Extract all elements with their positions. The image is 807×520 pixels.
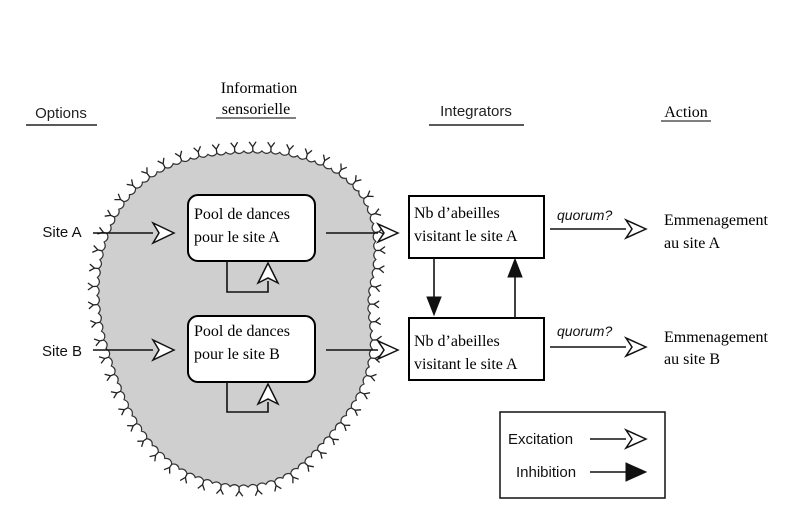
receptor-mark — [149, 451, 159, 462]
receptor-mark — [215, 485, 224, 495]
receptor-mark — [371, 317, 382, 326]
receptor-mark — [126, 179, 137, 189]
legend-excitation-arrowhead — [623, 428, 648, 450]
receptor-mark — [174, 150, 183, 161]
receptor-mark — [254, 486, 263, 496]
column-headers: Options Information sensorielle Integrat… — [26, 80, 711, 126]
receptor-mark — [137, 438, 147, 447]
action-a-line2: au site A — [664, 235, 720, 252]
excitation-arrow-site-b — [93, 338, 176, 362]
legend-excitation-label: Excitation — [508, 431, 573, 448]
receptor-mark — [179, 473, 188, 484]
cloud-receptor-marks — [87, 141, 386, 497]
action-a-line1: Emmenagement — [664, 212, 769, 229]
header-options: Options — [35, 105, 87, 122]
pool-b-line2: pour le site B — [194, 346, 280, 363]
receptor-mark — [114, 193, 125, 203]
receptor-mark — [317, 449, 327, 459]
pool-a-line1: Pool de dances — [194, 206, 290, 223]
legend-inhibition-label: Inhibition — [516, 464, 576, 481]
receptor-mark — [338, 163, 348, 174]
integrator-b-line1: Nb d’abeilles — [414, 333, 500, 350]
receptor-mark — [197, 480, 206, 491]
receptor-mark — [273, 481, 282, 492]
action-b-line1: Emmenagement — [664, 329, 769, 346]
receptor-mark — [98, 356, 109, 364]
integrator-a-line2: visitant le site A — [414, 228, 518, 245]
receptor-mark — [163, 463, 173, 474]
receptor-mark — [87, 282, 97, 291]
quorum-label-b: quorum? — [557, 323, 612, 339]
receptor-mark — [235, 487, 244, 497]
site-a-label: Site A — [42, 224, 81, 241]
receptor-mark — [127, 423, 137, 432]
action-b-line2: au site B — [664, 351, 720, 368]
receptor-mark — [304, 462, 314, 472]
receptor-mark — [248, 141, 257, 151]
excitation-arrow-quorum-b — [550, 336, 648, 358]
receptor-mark — [363, 190, 374, 199]
receptor-mark — [366, 373, 377, 382]
receptor-mark — [93, 338, 104, 347]
excitation-arrow-site-a — [93, 221, 176, 245]
receptor-mark — [360, 391, 371, 400]
pool-a-line2: pour le site A — [194, 229, 280, 246]
receptor-mark — [267, 141, 276, 152]
receptor-mark — [322, 154, 331, 165]
pool-box-site-a: Pool de dances pour le site A — [187, 194, 316, 262]
feedback-loop-site-b — [226, 382, 280, 413]
receptor-mark — [211, 143, 220, 154]
integrator-a-line1: Nb d’abeilles — [414, 205, 500, 222]
receptor-mark — [193, 145, 202, 156]
receptor-mark — [110, 390, 121, 399]
receptor-mark — [92, 245, 102, 253]
inhibition-arrow-a-to-b — [426, 258, 442, 317]
excitation-arrow-pool-b-to-integrator — [326, 339, 400, 361]
receptor-mark — [304, 148, 313, 159]
receptor-mark — [87, 301, 98, 310]
pool-b-line1: Pool de dances — [194, 323, 290, 340]
header-action: Action — [664, 104, 708, 121]
receptor-mark — [351, 407, 362, 417]
quorum-label-a: quorum? — [557, 207, 612, 223]
receptor-mark — [230, 141, 239, 152]
receptor-mark — [340, 422, 351, 432]
legend-inhibition-arrowhead — [625, 462, 648, 482]
feedback-loop-site-a — [226, 261, 280, 293]
header-sensorielle: sensorielle — [222, 101, 290, 118]
excitation-arrow-pool-a-to-integrator — [326, 222, 400, 244]
receptor-mark — [371, 208, 382, 216]
receptor-mark — [371, 284, 382, 293]
receptor-mark — [90, 320, 100, 328]
receptor-mark — [352, 175, 362, 185]
receptor-mark — [118, 407, 129, 416]
integrator-b-line2: visitant le site A — [414, 356, 518, 373]
site-b-label: Site B — [42, 343, 82, 360]
receptor-mark — [290, 473, 299, 484]
legend-box: Excitation Inhibition — [499, 411, 666, 499]
pool-box-site-b: Pool de dances pour le site B — [187, 315, 316, 383]
receptor-mark — [157, 157, 166, 168]
receptor-mark — [376, 246, 386, 255]
receptor-mark — [104, 209, 115, 218]
receptor-mark — [369, 300, 380, 309]
header-integrators: Integrators — [440, 103, 512, 120]
receptor-mark — [104, 373, 115, 382]
inhibition-arrow-b-to-a — [507, 257, 523, 318]
receptor-mark — [141, 167, 151, 177]
header-information: Information — [221, 80, 297, 97]
receptor-mark — [88, 263, 99, 272]
integrator-box-site-b: Nb d’abeilles visitant le site A — [408, 317, 545, 381]
excitation-arrow-quorum-a — [550, 218, 648, 240]
receptor-mark — [375, 265, 385, 274]
receptor-mark — [329, 436, 339, 446]
receptor-mark — [286, 144, 295, 154]
integrator-box-site-a: Nb d’abeilles visitant le site A — [408, 195, 545, 259]
